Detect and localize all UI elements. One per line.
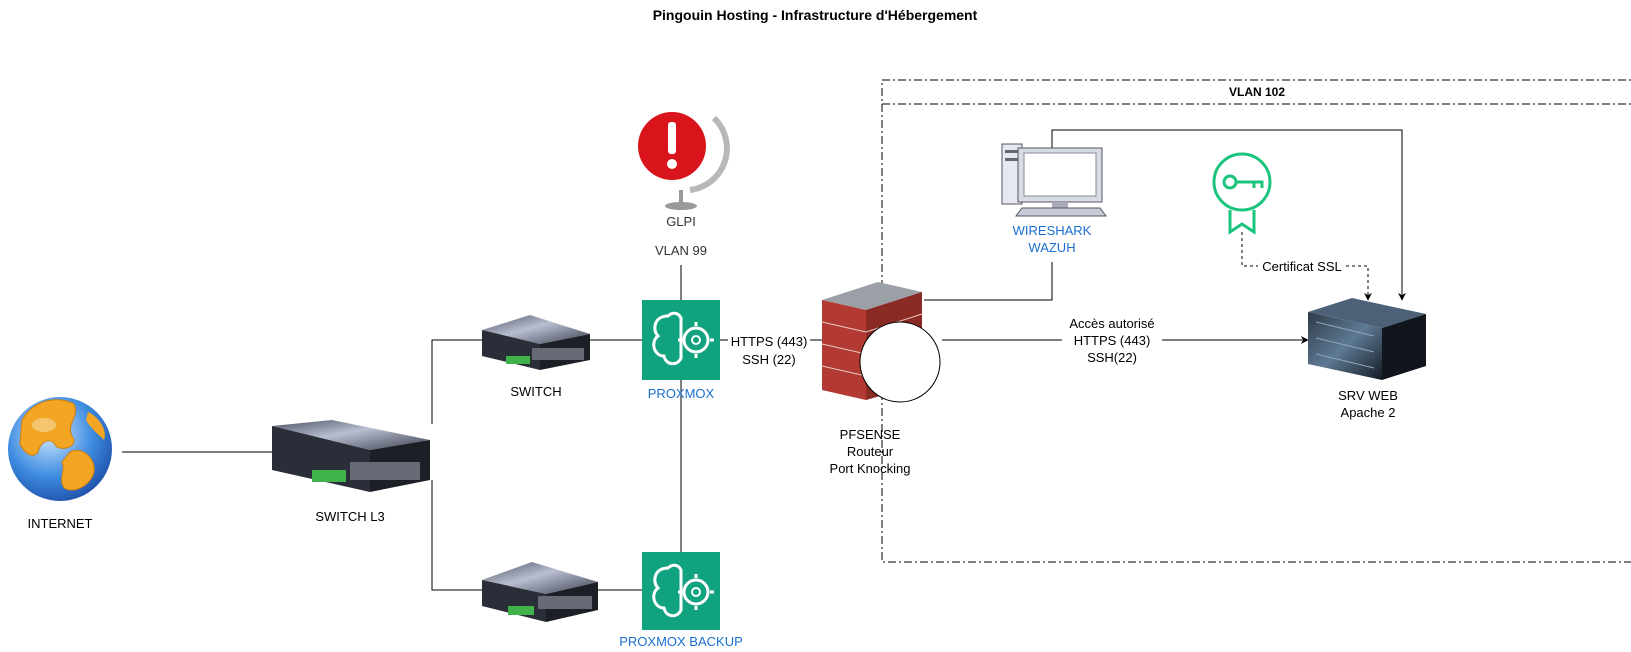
srv-web-node: SRV WEB Apache 2 — [1308, 298, 1426, 420]
edge-switchl3-switch-bottom — [431, 480, 482, 591]
switch-l3-node: SWITCH L3 — [272, 420, 430, 524]
proxmox-label: PROXMOX — [648, 386, 715, 401]
edge-pfsense-wireshark — [924, 262, 1053, 301]
edge-label-ssl: Certificat SSL — [1258, 258, 1344, 274]
pfsense-sub-label-2: Port Knocking — [830, 461, 911, 476]
wireshark-node: WIRESHARK WAZUH — [1001, 143, 1107, 255]
wazuh-label: WAZUH — [1028, 240, 1075, 255]
glpi-label: GLPI — [666, 214, 696, 229]
edge-label-pfsense-srv: Accès autorisé HTTPS (443) SSH(22) — [1062, 316, 1162, 365]
workstation-icon — [1001, 143, 1107, 217]
switch-l3-label: SWITCH L3 — [315, 509, 384, 524]
proxmox-backup-node: PROXMOX BACKUP — [619, 552, 743, 649]
svg-text:Certificat SSL: Certificat SSL — [1262, 259, 1341, 274]
proxmox-backup-label: PROXMOX BACKUP — [619, 634, 743, 649]
brain-gear-icon — [642, 300, 720, 380]
svg-text:SSH(22): SSH(22) — [1087, 350, 1137, 365]
glpi-vlan-label: VLAN 99 — [655, 243, 707, 258]
svg-text:SSH (22): SSH (22) — [742, 352, 795, 367]
pfsense-node: PFSENSE Routeur Port Knocking — [821, 282, 941, 476]
ssl-certificate-node — [1212, 152, 1272, 235]
alert-globe-icon — [638, 112, 730, 210]
vlan-102-label: VLAN 102 — [1229, 85, 1285, 99]
switch-node: SWITCH — [482, 315, 590, 399]
edge-switchl3-switch — [431, 339, 482, 424]
internet-label: INTERNET — [28, 516, 93, 531]
internet-node: INTERNET — [8, 397, 112, 531]
switch-label: SWITCH — [510, 384, 561, 399]
edge-label-proxmox-pfsense: HTTPS (443) SSH (22) — [728, 333, 810, 369]
edge-wireshark-srv — [1051, 129, 1406, 301]
pfsense-label: PFSENSE — [840, 427, 901, 442]
switch-bottom-node — [482, 562, 598, 622]
network-switch-icon — [272, 420, 430, 492]
svg-text:HTTPS (443): HTTPS (443) — [1074, 333, 1151, 348]
srv-web-label: SRV WEB — [1338, 388, 1398, 403]
srv-web-sub-label: Apache 2 — [1341, 405, 1396, 420]
certificate-key-icon — [1212, 152, 1272, 235]
pfsense-sub-label: Routeur — [847, 444, 894, 459]
network-switch-icon — [482, 315, 590, 370]
network-switch-icon — [482, 562, 598, 622]
edges — [122, 129, 1406, 591]
proxmox-node: PROXMOX — [642, 300, 720, 401]
server-icon — [1308, 298, 1426, 380]
glpi-node: GLPI VLAN 99 — [638, 112, 730, 258]
globe-icon — [8, 397, 112, 501]
svg-text:Accès autorisé: Accès autorisé — [1069, 316, 1154, 331]
diagram-title: Pingouin Hosting - Infrastructure d'Hébe… — [653, 7, 978, 23]
firewall-icon — [821, 282, 941, 403]
brain-gear-icon — [642, 552, 720, 630]
wireshark-label: WIRESHARK — [1013, 223, 1092, 238]
vlan-102-group: VLAN 102 — [881, 79, 1631, 563]
svg-text:HTTPS (443): HTTPS (443) — [731, 334, 808, 349]
